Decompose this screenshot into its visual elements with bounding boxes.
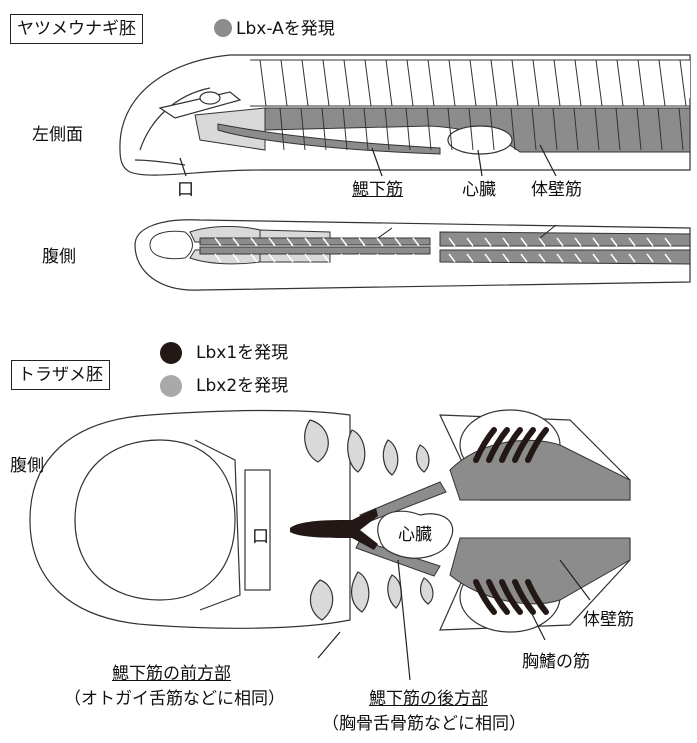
shark-posterior-label: 鰓下筋の後方部 xyxy=(369,689,488,709)
legend-dot-lbx2 xyxy=(160,375,182,397)
shark-body-wall-label: 体壁筋 xyxy=(583,610,634,630)
lamprey-myotomes-dorsal xyxy=(250,60,690,98)
shark-anterior-note: （オトガイ舌筋などに相同） xyxy=(64,689,285,709)
shark-title: トラザメ胚 xyxy=(18,365,103,385)
shark-mouth-label: 口 xyxy=(252,527,269,547)
shark-legend-lbx2: Lbx2を発現 xyxy=(196,376,288,396)
shark-view-ventral: 腹側 xyxy=(10,456,44,476)
legend-dot-lbx1 xyxy=(160,342,182,364)
shark-pectoral-fin-label: 胸鰭の筋 xyxy=(522,652,590,672)
lamprey-hypobranchial-label: 鰓下筋 xyxy=(352,180,403,200)
shark-title-box: トラザメ胚 xyxy=(11,360,110,390)
lamprey-legend: Lbx-Aを発現 xyxy=(236,19,335,39)
lamprey-heart xyxy=(448,126,512,154)
shark-heart-label: 心臓 xyxy=(398,525,432,545)
shark-head-outline xyxy=(30,410,350,628)
lamprey-mouth-label: 口 xyxy=(177,180,194,200)
lamprey-view-side: 左側面 xyxy=(32,125,83,145)
lamprey-title: ヤツメウナギ胚 xyxy=(17,19,136,39)
shark-legend-lbx1: Lbx1を発現 xyxy=(196,343,288,363)
lamprey-view-ventral: 腹側 xyxy=(42,247,76,267)
lamprey-body-wall-label: 体壁筋 xyxy=(531,180,582,200)
shark-posterior-note: （胸骨舌骨筋などに相同） xyxy=(322,714,526,734)
lamprey-ventral-view xyxy=(135,220,690,290)
lamprey-title-box: ヤツメウナギ胚 xyxy=(10,14,143,44)
lamprey-heart-label: 心臓 xyxy=(462,180,496,200)
legend-dot-lbx-a xyxy=(214,19,232,37)
shark-anterior-label: 鰓下筋の前方部 xyxy=(112,664,231,684)
